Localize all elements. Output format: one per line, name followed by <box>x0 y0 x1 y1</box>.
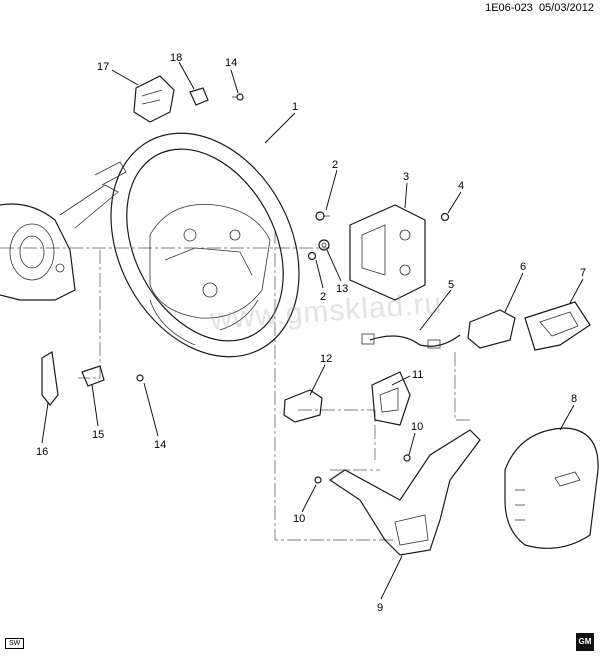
callout-2: 2 <box>320 291 326 303</box>
control-switch-part-12 <box>283 389 323 423</box>
callout-17: 17 <box>97 61 109 73</box>
callout-4: 4 <box>458 180 464 192</box>
callout-9: 9 <box>377 602 383 614</box>
washer-part-13 <box>318 239 330 251</box>
callout-10: 10 <box>293 513 305 525</box>
control-switch-part-6 <box>467 309 516 349</box>
bezel-part-7 <box>524 301 591 351</box>
callout-13: 13 <box>336 283 348 295</box>
airbag-module-part-8 <box>504 427 599 549</box>
steering-wheel-part-1 <box>110 132 300 358</box>
screw-part-14-left <box>136 374 144 382</box>
screw-part-10-right <box>403 454 411 462</box>
clip-part-18 <box>189 87 209 106</box>
callout-15: 15 <box>92 429 104 441</box>
bolt-part-2-lower <box>307 251 317 261</box>
callout-10: 10 <box>411 421 423 433</box>
callout-14: 14 <box>225 57 237 69</box>
bolt-part-2-upper <box>315 211 330 221</box>
callout-6: 6 <box>520 261 526 273</box>
paddle-part-16 <box>41 351 59 406</box>
callout-11: 11 <box>412 369 423 381</box>
sw-label: SW <box>5 638 25 649</box>
callout-8: 8 <box>571 393 577 405</box>
column-switch-assembly <box>0 161 127 301</box>
callout-12: 12 <box>320 353 332 365</box>
diagram-code: 1E06-023 <box>485 2 533 14</box>
screw-part-10-left <box>314 476 322 484</box>
leader-lines <box>41 61 584 600</box>
screw-part-14-top <box>232 93 244 101</box>
callout-2: 2 <box>332 159 338 171</box>
reference-lines <box>0 230 470 541</box>
callout-18: 18 <box>170 52 182 64</box>
diagram-date: 05/03/2012 <box>538 2 594 14</box>
trim-part-11 <box>371 371 411 426</box>
callout-5: 5 <box>448 279 454 291</box>
wiring-harness-part-5 <box>361 333 461 349</box>
lower-cover-part-9 <box>328 429 481 556</box>
paddle-switch-part-17 <box>133 75 175 123</box>
callout-14: 14 <box>154 439 166 451</box>
gm-logo: GM <box>576 633 594 651</box>
callout-16: 16 <box>36 446 48 458</box>
callout-labels: 1 2 2 3 4 5 6 7 8 9 10 10 11 12 13 14 14… <box>36 52 586 614</box>
clip-part-15 <box>81 365 105 387</box>
screw-part-4 <box>440 212 450 222</box>
callout-3: 3 <box>403 171 409 183</box>
diagram-header: 1E06-023 05/03/2012 <box>485 2 594 14</box>
callout-1: 1 <box>292 101 298 113</box>
callout-7: 7 <box>580 267 586 279</box>
bracket-part-3 <box>349 204 426 301</box>
